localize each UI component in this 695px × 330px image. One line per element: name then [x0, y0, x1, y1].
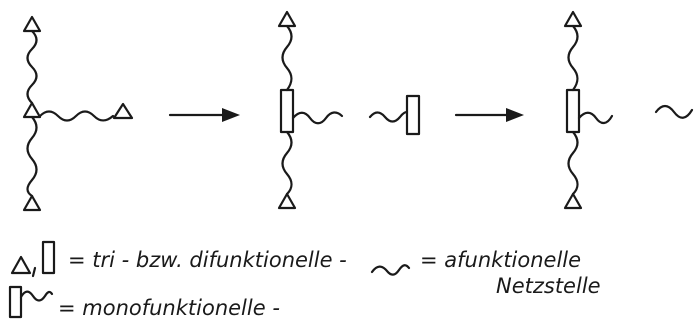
legend-network-site-text: Netzstelle — [496, 274, 601, 298]
triangle-icon — [22, 15, 42, 33]
wave-icon — [19, 290, 54, 302]
stage-3-junction — [563, 10, 694, 210]
wave-icon — [26, 115, 38, 198]
arrow-icon — [168, 108, 240, 122]
rectangle-icon — [565, 88, 581, 134]
released-fragment — [368, 94, 421, 136]
wave-icon — [370, 264, 411, 276]
rectangle-icon — [8, 285, 23, 319]
triangle-icon — [22, 194, 42, 212]
arrow-icon — [454, 108, 524, 122]
stage-2-junction — [277, 10, 344, 210]
rectangle-icon — [405, 94, 421, 136]
rectangle-icon — [279, 88, 295, 134]
legend-afunctional-text: = afunktionelle — [420, 248, 582, 272]
legend-monofunctional-text: = monofunktionelle - — [58, 296, 280, 320]
wave-icon — [291, 111, 344, 125]
triangle-icon — [10, 255, 32, 275]
triangle-icon — [563, 10, 583, 28]
triangle-icon — [277, 192, 297, 210]
wave-icon — [577, 111, 614, 125]
wave-icon — [654, 104, 694, 119]
wave-icon — [368, 110, 409, 123]
triangle-icon — [22, 101, 42, 119]
wave-icon — [281, 24, 293, 92]
wave-icon — [567, 24, 579, 92]
comma-mark — [31, 266, 37, 278]
triangle-icon — [112, 102, 134, 120]
stage-1-junction — [22, 15, 134, 212]
triangle-icon — [277, 10, 297, 28]
wave-icon — [567, 130, 579, 196]
triangle-icon — [563, 192, 583, 210]
rectangle-icon — [41, 240, 56, 275]
wave-icon — [38, 110, 115, 122]
legend-trifunctional-text: = tri - bzw. difunktionelle - — [68, 248, 347, 272]
wave-icon — [26, 29, 38, 105]
legend-symbols — [8, 240, 411, 319]
wave-icon — [281, 130, 293, 196]
